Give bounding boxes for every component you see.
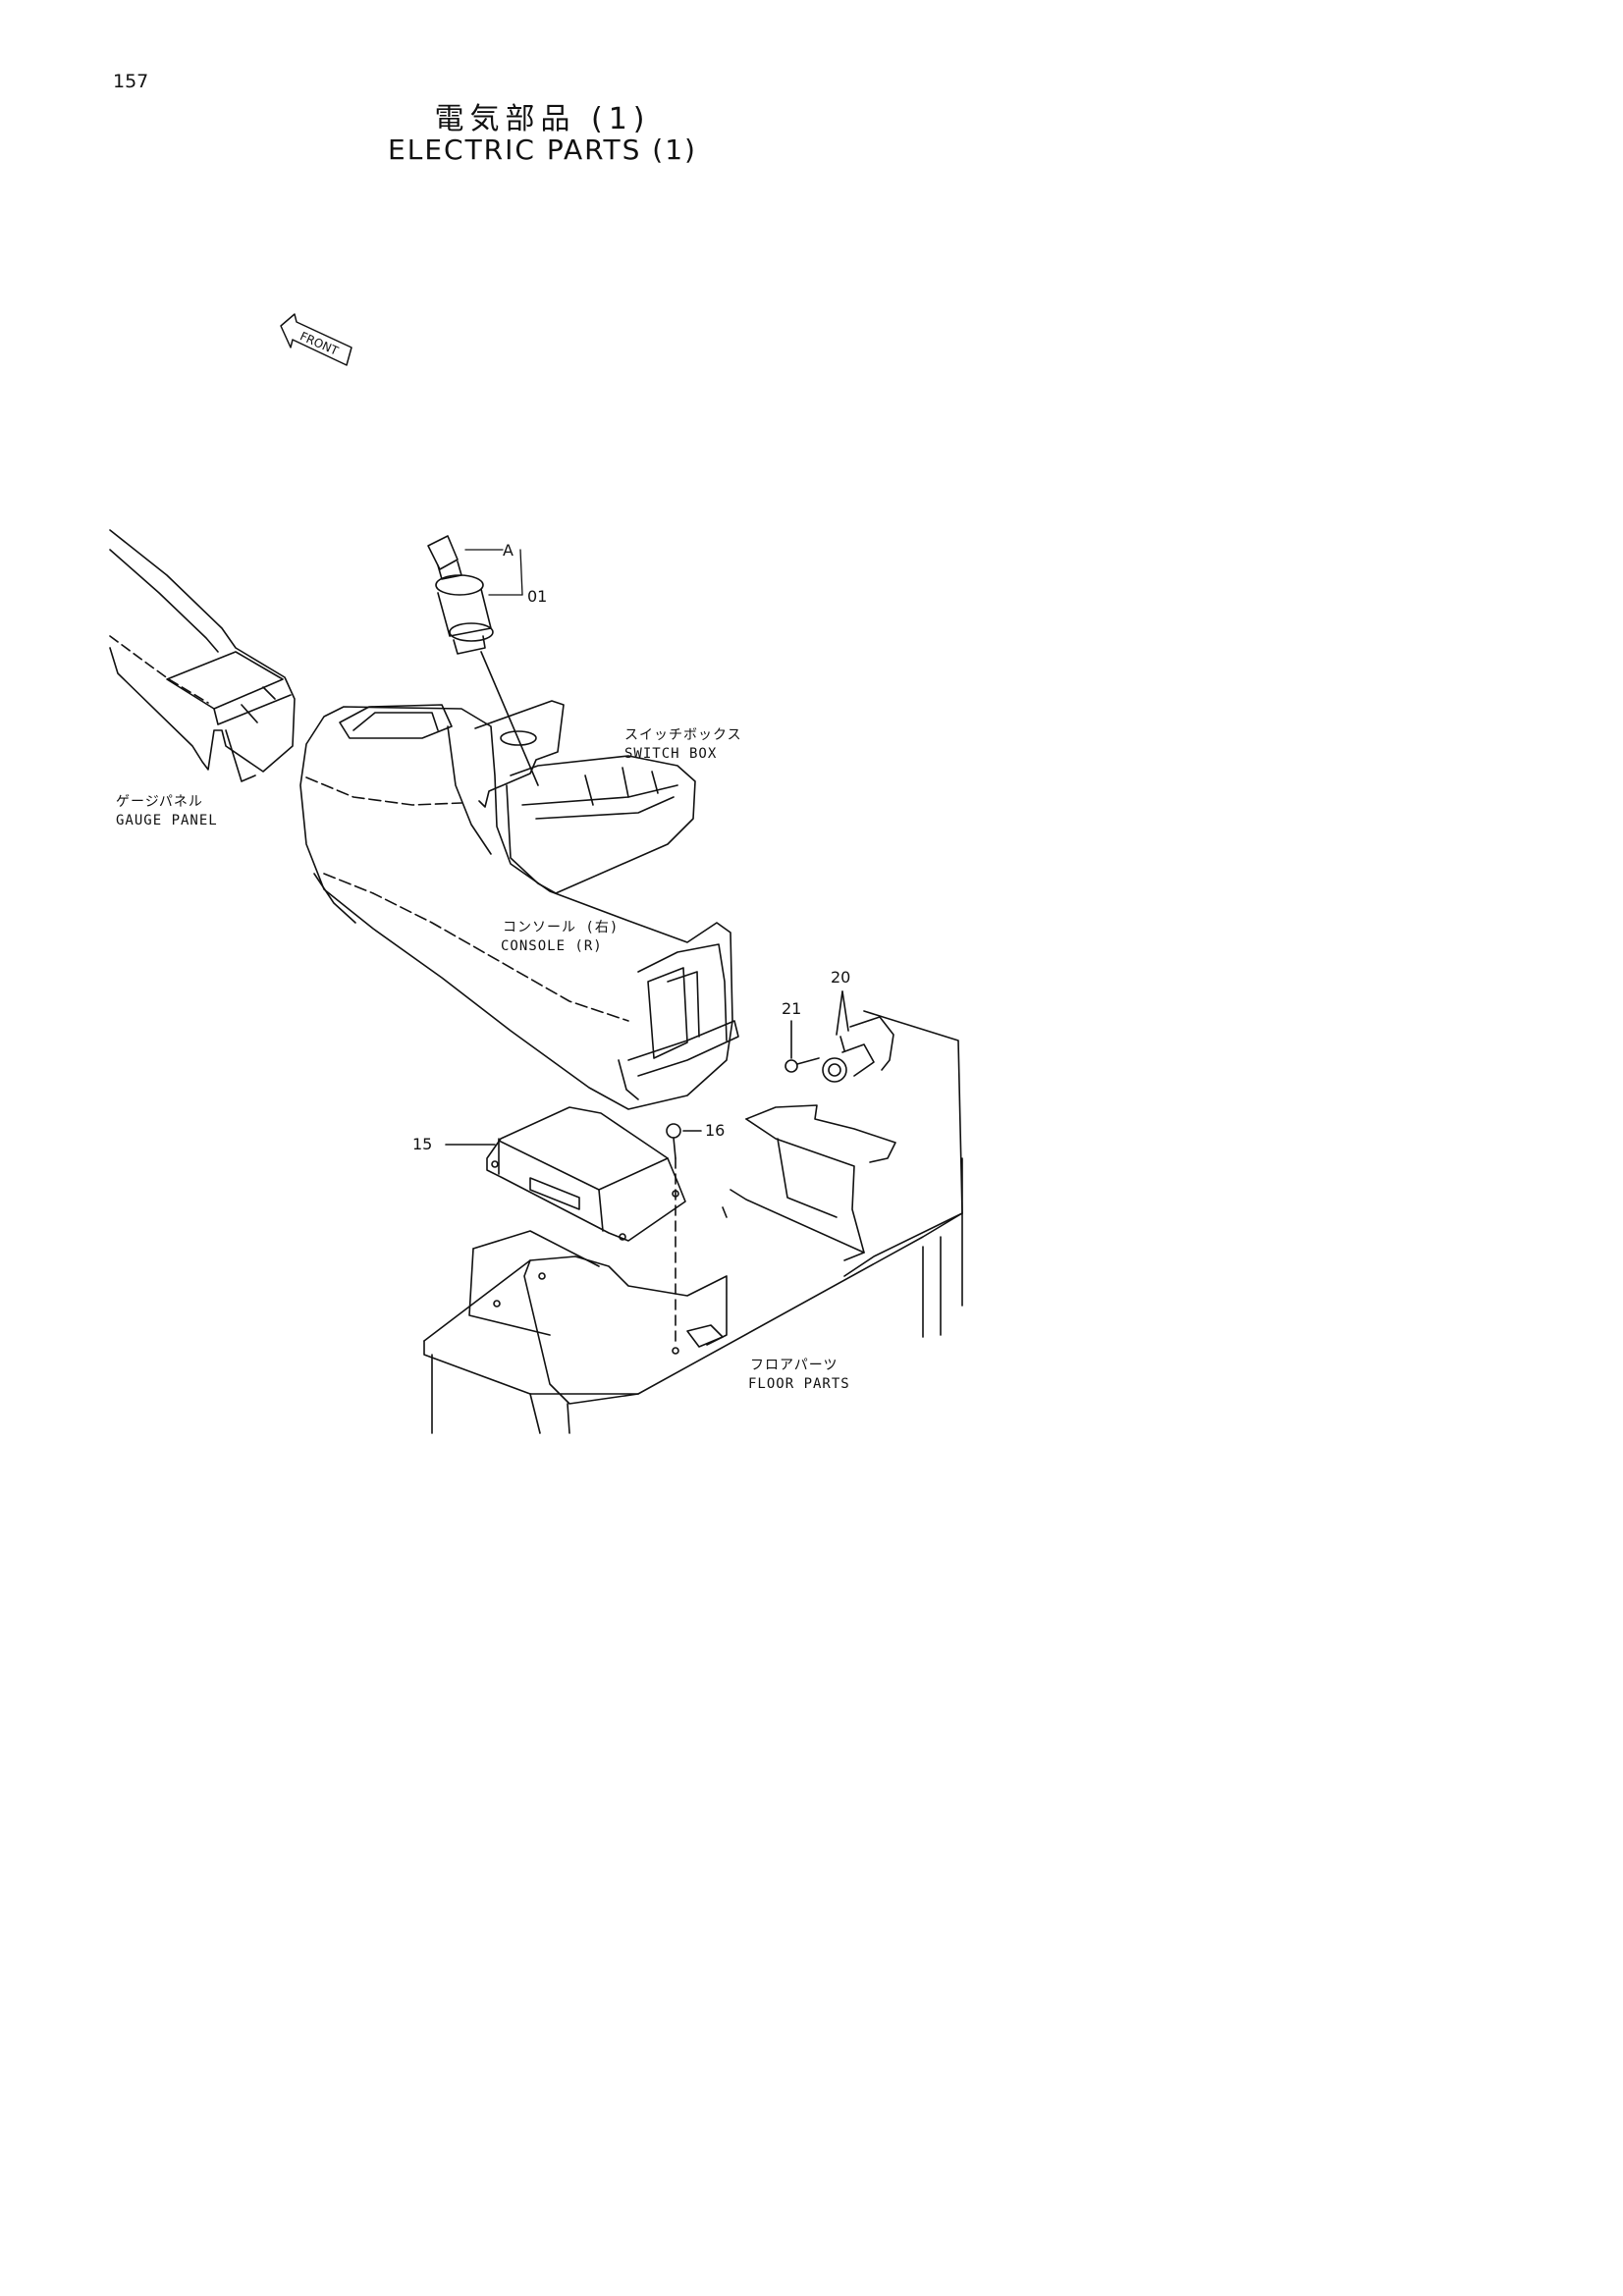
controller-drawing bbox=[445, 1106, 686, 1242]
ref-label-15: 15 bbox=[412, 1135, 433, 1153]
gauge-panel-label-en: GAUGE PANEL bbox=[116, 813, 218, 828]
exploded-parts-drawing: FRONT bbox=[109, 313, 963, 1434]
console-label-en: CONSOLE (R) bbox=[501, 938, 603, 954]
ref-label-16: 16 bbox=[705, 1121, 726, 1140]
gauge-panel-label-jp: ゲージパネル bbox=[116, 794, 203, 810]
floor-parts-drawing bbox=[423, 1010, 963, 1434]
ref-label-a: A bbox=[503, 541, 514, 560]
screw-drawing bbox=[666, 1123, 702, 1355]
key-switch-drawing bbox=[427, 535, 539, 786]
title-japanese: 電気部品 (1) bbox=[434, 102, 651, 136]
switch-box-drawing bbox=[474, 700, 696, 894]
console-drawing bbox=[299, 704, 739, 1110]
ref-label-01: 01 bbox=[527, 587, 548, 606]
gauge-panel-drawing bbox=[109, 529, 296, 782]
ref-label-20: 20 bbox=[831, 968, 851, 987]
switch-box-label-jp: スイッチボックス bbox=[624, 727, 742, 743]
leader-lines bbox=[464, 549, 523, 596]
front-arrow-label: FRONT bbox=[298, 329, 341, 358]
page-number: 157 bbox=[113, 71, 149, 92]
console-label-jp: コンソール (右) bbox=[503, 920, 620, 935]
front-arrow-icon: FRONT bbox=[280, 313, 352, 366]
floor-parts-label-en: FLOOR PARTS bbox=[748, 1376, 850, 1392]
ref-label-21: 21 bbox=[782, 999, 802, 1018]
floor-parts-label-jp: フロアパーツ bbox=[750, 1358, 839, 1373]
title-english: ELECTRIC PARTS (1) bbox=[388, 133, 697, 166]
buzzer-assembly-drawing bbox=[784, 990, 894, 1083]
switch-box-label-en: SWITCH BOX bbox=[624, 746, 718, 762]
